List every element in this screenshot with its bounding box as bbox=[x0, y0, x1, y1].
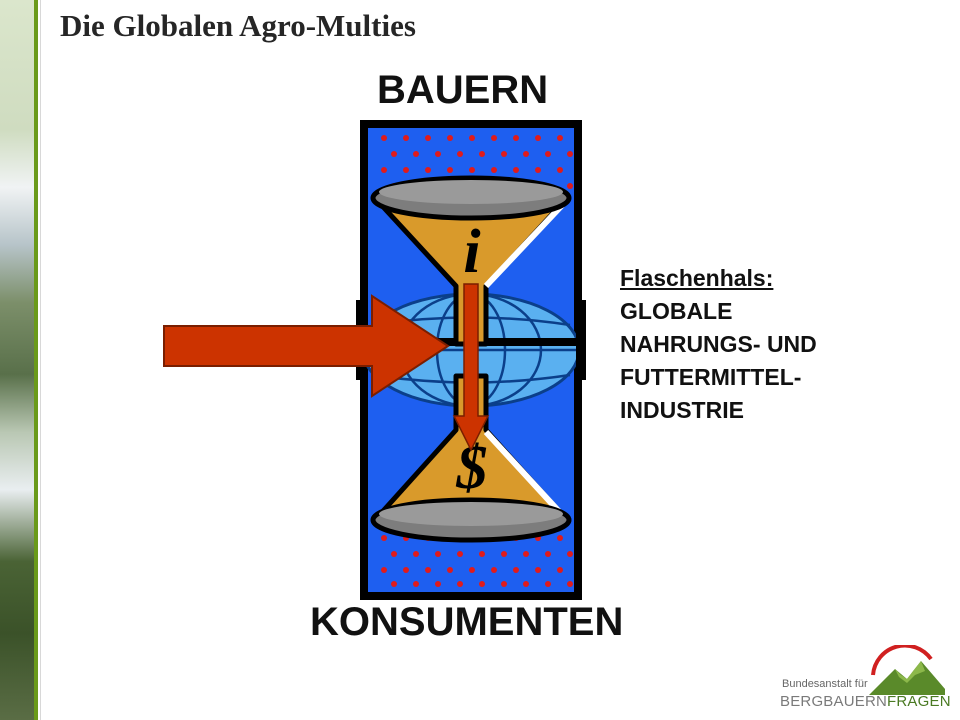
mountain-logo-icon bbox=[869, 645, 945, 695]
page-title: Die Globalen Agro-Multies bbox=[60, 8, 416, 43]
inflow-arrow bbox=[163, 294, 450, 398]
downflow-arrow bbox=[452, 283, 490, 452]
red-dot bbox=[403, 567, 409, 573]
red-dot bbox=[557, 567, 563, 573]
bottleneck-line: GLOBALE bbox=[620, 298, 733, 324]
red-dot bbox=[479, 551, 485, 557]
red-dot bbox=[435, 551, 441, 557]
red-dot bbox=[435, 581, 441, 587]
red-dot bbox=[501, 551, 507, 557]
red-dot bbox=[457, 551, 463, 557]
red-dot bbox=[523, 151, 529, 157]
red-dot bbox=[391, 151, 397, 157]
red-dot bbox=[425, 167, 431, 173]
red-dot bbox=[491, 167, 497, 173]
red-dot bbox=[513, 135, 519, 141]
red-dot bbox=[469, 135, 475, 141]
red-dot bbox=[425, 135, 431, 141]
red-dot bbox=[447, 567, 453, 573]
red-dot bbox=[391, 551, 397, 557]
red-dot bbox=[523, 551, 529, 557]
logo-brand-part1: BERGBAUERN bbox=[780, 693, 888, 710]
red-dot bbox=[479, 151, 485, 157]
bottleneck-line: INDUSTRIE bbox=[620, 397, 744, 423]
bottleneck-line: FUTTERMITTEL- bbox=[620, 364, 802, 390]
label-farmers: BAUERN bbox=[377, 68, 549, 112]
red-dot bbox=[535, 567, 541, 573]
red-dot bbox=[523, 581, 529, 587]
red-dot bbox=[381, 135, 387, 141]
bottleneck-text: Flaschenhals: GLOBALE NAHRUNGS- UND FUTT… bbox=[620, 262, 817, 427]
red-dot bbox=[413, 581, 419, 587]
red-dot bbox=[567, 151, 573, 157]
red-dot bbox=[513, 167, 519, 173]
info-symbol: i bbox=[463, 218, 480, 286]
red-dot bbox=[567, 183, 573, 189]
red-dot bbox=[413, 551, 419, 557]
red-dot bbox=[535, 135, 541, 141]
red-dot bbox=[513, 567, 519, 573]
red-dot bbox=[381, 567, 387, 573]
red-dot bbox=[567, 551, 573, 557]
mountain-photo-strip bbox=[0, 0, 34, 720]
red-dot bbox=[391, 581, 397, 587]
red-dot bbox=[469, 567, 475, 573]
red-dot bbox=[501, 151, 507, 157]
red-dot bbox=[457, 151, 463, 157]
logo-brand: BERGBAUERNFRAGEN bbox=[780, 693, 951, 710]
red-dot bbox=[491, 567, 497, 573]
red-dot bbox=[501, 581, 507, 587]
red-dot bbox=[447, 167, 453, 173]
red-dot bbox=[535, 167, 541, 173]
red-dot bbox=[381, 167, 387, 173]
red-dot bbox=[545, 151, 551, 157]
bottleneck-line: NAHRUNGS- UND bbox=[620, 331, 817, 357]
red-dot bbox=[567, 581, 573, 587]
green-divider bbox=[34, 0, 38, 720]
red-dot bbox=[557, 167, 563, 173]
red-dot bbox=[479, 581, 485, 587]
red-dot bbox=[447, 135, 453, 141]
red-dot bbox=[403, 167, 409, 173]
grey-divider bbox=[40, 0, 41, 720]
hourglass-diagram: i $ bbox=[163, 120, 586, 600]
red-dot bbox=[557, 535, 563, 541]
bottleneck-heading: Flaschenhals: bbox=[620, 265, 774, 291]
label-consumers: KONSUMENTEN bbox=[310, 600, 624, 644]
institute-logo: Bundesanstalt für BERGBAUERNFRAGEN bbox=[780, 645, 951, 715]
red-dot bbox=[425, 567, 431, 573]
red-dot bbox=[557, 135, 563, 141]
red-dot bbox=[381, 535, 387, 541]
red-dot bbox=[457, 581, 463, 587]
red-dot bbox=[545, 581, 551, 587]
red-dot bbox=[545, 551, 551, 557]
top-funnel bbox=[370, 175, 572, 347]
red-dot bbox=[403, 135, 409, 141]
logo-brand-part2: FRAGEN bbox=[887, 693, 951, 710]
red-dot bbox=[413, 151, 419, 157]
logo-tagline: Bundesanstalt für bbox=[782, 678, 868, 690]
red-dot bbox=[435, 151, 441, 157]
red-dot bbox=[491, 135, 497, 141]
red-dot bbox=[469, 167, 475, 173]
